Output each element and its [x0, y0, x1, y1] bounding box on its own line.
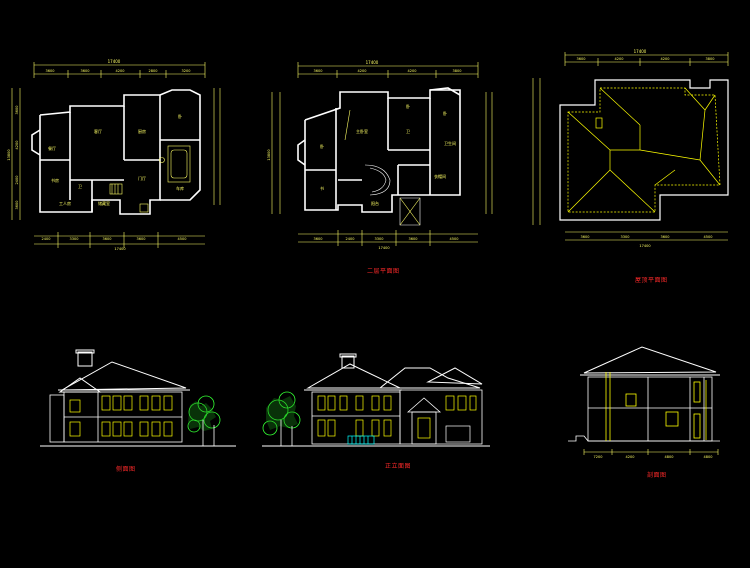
- roof-top-dim-4: 3800: [706, 57, 715, 61]
- plan2-room-bed-1: 卧: [320, 143, 324, 149]
- section-columns: [605, 372, 707, 441]
- section-dim-1: 7200: [594, 455, 603, 459]
- roof-ridges: [567, 87, 721, 213]
- plan1-left-total-dim: 13800: [7, 149, 11, 160]
- roof-dimension-lines: [532, 52, 729, 241]
- plan1-room-living: 客厅: [94, 128, 102, 134]
- section-dim-4: 4800: [704, 455, 713, 459]
- plan1-walls: [31, 89, 201, 215]
- plan2-room-bed-3: 卧: [443, 110, 447, 116]
- plan2-room-balcony: 阳台: [371, 200, 379, 206]
- side-walls: [49, 391, 183, 443]
- plan1-top-dim-3: 4200: [116, 69, 125, 73]
- plan2-walls: [297, 87, 461, 213]
- side-tree: [187, 395, 221, 446]
- front-walls: [311, 389, 483, 445]
- plan2-caption: 二层平面图: [367, 268, 400, 275]
- plan1-top-dim-4: 2800: [149, 69, 158, 73]
- section-dims: [583, 449, 719, 455]
- plan1-bottom-dim-1: 2400: [42, 237, 51, 241]
- roof-bottom-dim-4: 4500: [704, 235, 713, 239]
- plan1-dimension-lines: [11, 62, 221, 248]
- plan1-left-dim-1: 3600: [15, 106, 19, 115]
- plan1-room-storage: 储藏室: [98, 200, 110, 206]
- plan1-room-garage: 车库: [176, 185, 184, 191]
- plan2-bottom-dim-4: 3600: [409, 237, 418, 241]
- plan1-top-dim-1: 3600: [46, 69, 55, 73]
- roof-top-dim-3: 4200: [661, 57, 670, 61]
- roof-bottom-dim-3: 3600: [661, 235, 670, 239]
- side-elevation-caption: 侧面图: [116, 466, 136, 473]
- plan2-room-master: 主卧室: [356, 128, 368, 134]
- section-dim-2: 4200: [626, 455, 635, 459]
- side-windows: [69, 395, 173, 437]
- side-elevation: [40, 349, 236, 447]
- roof-top-dim-2: 4200: [615, 57, 624, 61]
- plan1-room-dining: 餐厅: [48, 145, 56, 151]
- roof-top-total-dim: 17400: [634, 49, 647, 54]
- roof-bottom-dim-2: 3300: [621, 235, 630, 239]
- plan2-bottom-dim-5: 4500: [450, 237, 459, 241]
- plan1-left-dim-2: 4200: [15, 141, 19, 150]
- plan2-bottom-dim-2: 2400: [346, 237, 355, 241]
- plan2-bottom-total-dim: 17400: [378, 246, 389, 250]
- plan2-top-total-dim: 17400: [366, 60, 379, 65]
- section-drawing: 7200 4200 4800 4800: [568, 346, 720, 459]
- plan1-bottom-dim-2: 3300: [70, 237, 79, 241]
- section-dim-3: 4800: [665, 455, 674, 459]
- plan1-room-hall: 门厅: [138, 175, 146, 181]
- plan1-left-dim-3: 2400: [15, 176, 19, 185]
- plan1-room-bed: 卧: [178, 113, 182, 119]
- section-caption: 剖面图: [647, 472, 667, 479]
- first-floor-plan: 17400 3600 3600 4200 2800 3200 2400 3300…: [7, 59, 221, 251]
- plan1-room-study: 书房: [51, 177, 59, 183]
- plan2-room-study: 书: [320, 185, 324, 191]
- plan1-bottom-dim-5: 4500: [178, 237, 187, 241]
- front-elevation: [262, 353, 490, 447]
- second-floor-plan: 17400 3600 4200 4200 3800 3600 2400 3300…: [267, 60, 493, 250]
- front-elevation-caption: 正立面图: [385, 463, 412, 470]
- roof-top-dim-1: 3600: [577, 57, 586, 61]
- plan1-left-dim-4: 3600: [15, 201, 19, 210]
- plan1-top-dim-5: 3200: [182, 69, 191, 73]
- plan2-stair-and-balcony: [344, 109, 421, 226]
- roof-plan: 17400 3600 4200 4200 3800 3600 3300 3600…: [532, 49, 729, 248]
- front-windows: [317, 395, 477, 443]
- plan2-dimension-lines: [271, 62, 493, 246]
- plan2-top-dim-3: 4200: [408, 69, 417, 73]
- plan1-room-servant: 工人房: [59, 200, 71, 206]
- front-tree: [262, 391, 301, 446]
- front-railing: [347, 435, 375, 445]
- side-roof: [58, 349, 190, 393]
- plan1-top-dim-2: 3600: [81, 69, 90, 73]
- roof-plan-caption: 屋顶平面图: [635, 277, 668, 284]
- plan2-room-closet: 衣帽间: [434, 173, 446, 179]
- plan1-bottom-dim-3: 3600: [103, 237, 112, 241]
- plan2-top-dim-4: 3800: [453, 69, 462, 73]
- plan1-top-total-dim: 17400: [108, 59, 121, 64]
- plan1-room-kitchen: 厨房: [138, 128, 146, 134]
- plan2-room-wc: 卫: [406, 129, 410, 134]
- roof-bottom-total-dim: 17400: [639, 244, 650, 248]
- plan1-bottom-dim-4: 3600: [137, 237, 146, 241]
- plan2-room-bed-2: 卧: [406, 103, 410, 109]
- plan2-bottom-dim-1: 3600: [314, 237, 323, 241]
- front-roof: [304, 353, 483, 391]
- plan2-left-total-dim: 13800: [267, 149, 271, 160]
- plan2-top-dim-1: 3600: [314, 69, 323, 73]
- roof-outline: [559, 79, 729, 221]
- plan1-room-wc: 卫: [78, 184, 82, 189]
- plan2-room-bath: 卫生间: [444, 140, 456, 146]
- section-roof: [580, 346, 720, 376]
- roof-bottom-dim-1: 3600: [581, 235, 590, 239]
- plan1-bottom-total-dim: 17400: [114, 247, 125, 251]
- plan2-top-dim-2: 4200: [358, 69, 367, 73]
- plan1-fixtures: [109, 145, 191, 213]
- section-walls: [568, 376, 720, 442]
- plan2-bottom-dim-3: 3300: [375, 237, 384, 241]
